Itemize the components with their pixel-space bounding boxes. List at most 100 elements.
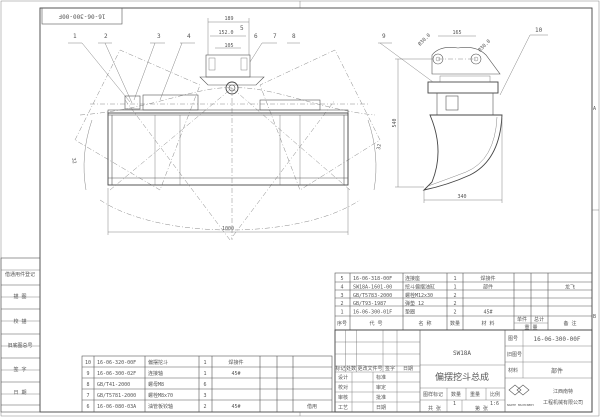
material-value: 部件 bbox=[551, 367, 563, 375]
bom-cell-note: 借用 bbox=[307, 403, 317, 410]
stamp-number: 16-06-300-00F bbox=[58, 13, 105, 20]
bom-cell-code: 16-06-080-03A bbox=[97, 404, 136, 410]
drawing-no: 16-06-300-00F bbox=[534, 336, 581, 343]
dim-340: 340 bbox=[457, 194, 466, 200]
rev-hdr-mark: 标记 bbox=[336, 365, 346, 372]
title-block: 标记 处数 更改文件号 签字 日期 设计 校对 审核 工艺 标准 审定 批准 日… bbox=[334, 329, 593, 413]
qty-label: 数量 bbox=[451, 391, 461, 398]
company-name-2: 工程机械有限公司 bbox=[543, 399, 583, 406]
border-mark-b: B bbox=[593, 314, 596, 320]
bom-row: 9 16-06-300-02F 连接轴 1 45# bbox=[86, 370, 240, 377]
bom-cell-name: 连接轴 bbox=[148, 370, 163, 377]
bom-cell-no: 10 bbox=[85, 360, 91, 366]
balloon-2: 2 bbox=[104, 33, 108, 40]
balloon-9: 9 bbox=[382, 33, 386, 40]
weight-label: 重量 bbox=[470, 391, 480, 398]
bom-cell-qty: 1 bbox=[453, 276, 456, 282]
bom-cell-code: GB/T93-1987 bbox=[353, 301, 386, 307]
balloon-8: 8 bbox=[292, 33, 296, 40]
bom-header-row: 序号 代 号 名 称 数量 材 料 单件 总计 重 量 备 注 bbox=[337, 316, 577, 331]
dim-hole-right: Ø30.0 bbox=[476, 38, 492, 54]
bom-cell-material: 焊接件 bbox=[480, 275, 495, 282]
bom-cell-code: GB/T5781-2000 bbox=[97, 393, 136, 399]
balloon-10: 10 bbox=[535, 27, 543, 34]
bom-cell-material: 45# bbox=[483, 310, 492, 316]
bom-cell-no: 9 bbox=[86, 371, 89, 377]
hdr-unit: 单件 bbox=[517, 316, 527, 323]
sign-process: 工艺 bbox=[338, 405, 348, 411]
dim-165: 165 bbox=[452, 30, 461, 36]
scale-label: 比例 bbox=[490, 391, 500, 398]
bom-cell-material: 45# bbox=[231, 371, 240, 377]
front-view: 189 152.0 105 1000 32 32 1 2 3 4 5 6 7 8 bbox=[68, 16, 383, 241]
balloon-6: 6 bbox=[254, 33, 258, 40]
sign-approve: 审定 bbox=[376, 384, 386, 391]
label-sign: 签 字 bbox=[13, 366, 26, 373]
hdr-qty: 数量 bbox=[450, 320, 460, 327]
bom-cell-name: 螺栓M8x70 bbox=[148, 392, 173, 399]
company-logo: NANTE MACHINERY bbox=[507, 384, 534, 407]
bom-cell-no: 8 bbox=[86, 382, 89, 388]
drawing-title: 偏摆挖斗总成 bbox=[435, 371, 489, 383]
hdr-name: 名 称 bbox=[418, 320, 431, 327]
bom-cell-material: 45# bbox=[231, 404, 240, 410]
bom-cell-code: 16-06-320-00F bbox=[97, 360, 136, 366]
sign-authorize: 批准 bbox=[376, 394, 386, 401]
dim-152: 152.0 bbox=[218, 30, 233, 36]
bom-row: 10 16-06-320-00F 偏摆挖斗 1 焊接件 bbox=[85, 359, 244, 366]
label-check: 校 描 bbox=[13, 318, 26, 325]
bom-cell-name: 垫圈 bbox=[405, 309, 415, 316]
bom-cell-qty: 2 bbox=[453, 310, 456, 316]
company-name-1: 江西南特 bbox=[553, 388, 573, 395]
bom-cell-name: 偏摆挖斗 bbox=[148, 359, 168, 366]
bom-cell-qty: 1 bbox=[203, 360, 206, 366]
bom-cell-material: 焊接件 bbox=[228, 359, 243, 366]
hdr-code: 代 号 bbox=[369, 320, 382, 327]
model-name: SW18A bbox=[453, 350, 471, 357]
bom-cell-code: 16-06-318-00F bbox=[353, 276, 392, 282]
bom-row: 5 16-06-318-00F 连接座 1 焊接件 bbox=[340, 275, 495, 282]
stamp-box bbox=[41, 7, 123, 25]
label-tracing: 描 图 bbox=[13, 293, 26, 300]
border-mark-a: A bbox=[593, 106, 596, 112]
balloon-3: 3 bbox=[157, 33, 161, 40]
bom-cell-qty: 2 bbox=[453, 293, 456, 299]
sheet-number: 第 张 bbox=[475, 405, 488, 412]
dim-angle-right: 32 bbox=[376, 143, 383, 150]
sign-date: 日期 bbox=[376, 405, 386, 411]
bom-cell-code: 16-06-300-02F bbox=[97, 371, 136, 377]
bom-cell-qty: 6 bbox=[203, 382, 206, 388]
bom-row: 6 16-06-080-03A 油管板铰轴 2 45# 借用 bbox=[86, 403, 317, 410]
hdr-note: 备 注 bbox=[563, 320, 576, 327]
bom-cell-code: GB/T41-2000 bbox=[97, 382, 130, 388]
sign-review: 审核 bbox=[338, 394, 348, 401]
scale-value: 1:6 bbox=[490, 401, 499, 407]
bom-cell-no: 5 bbox=[340, 276, 343, 282]
bom-cell-qty: 2 bbox=[203, 404, 206, 410]
bom-cell-code: 16-06-300-01F bbox=[353, 310, 392, 316]
bom-cell-no: 7 bbox=[86, 393, 89, 399]
bom-table-lower bbox=[81, 355, 333, 413]
sheets-total: 共 张 bbox=[428, 405, 441, 412]
balloon-7: 7 bbox=[273, 33, 277, 40]
hdr-no: 序号 bbox=[337, 320, 347, 327]
sign-standard: 标准 bbox=[376, 374, 386, 381]
bom-cell-name: 油管板铰轴 bbox=[148, 403, 173, 410]
hdr-total: 总计 bbox=[534, 316, 544, 323]
bom-cell-qty: 1 bbox=[203, 371, 206, 377]
material-label: 材料 bbox=[508, 367, 518, 374]
dim-angle-left: 32 bbox=[70, 157, 77, 164]
bom-cell-no: 6 bbox=[86, 404, 89, 410]
sign-design: 设计 bbox=[338, 374, 348, 381]
bom-cell-name: 连接座 bbox=[405, 275, 420, 282]
rev-hdr-count: 处数 bbox=[346, 365, 356, 372]
bom-cell-note: 龙飞 bbox=[565, 283, 575, 290]
bom-cell-name: 挖斗偏摆油缸 bbox=[405, 283, 435, 290]
old-no-label: 旧图号 bbox=[507, 351, 522, 358]
